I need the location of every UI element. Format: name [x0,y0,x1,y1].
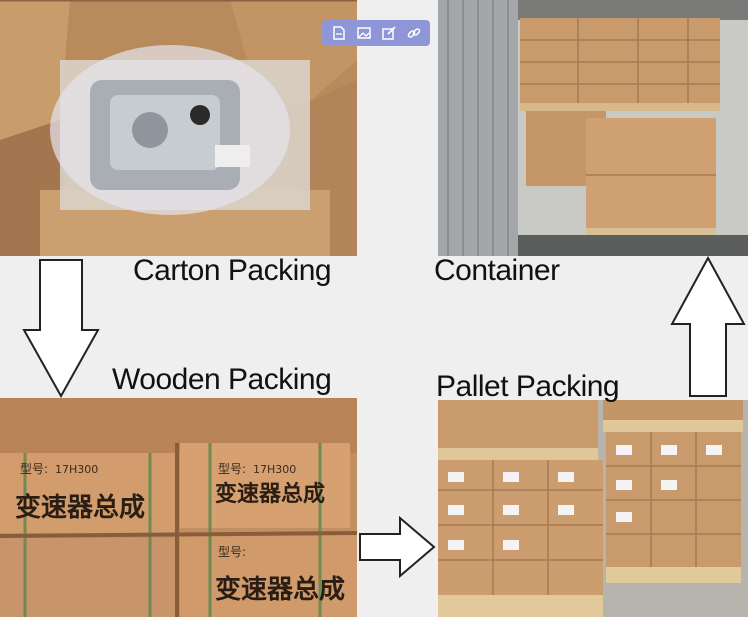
wooden-packing-photo: 型号: 17H300 变速器总成 型号: 17H300 变速器总成 型号: 变速… [0,398,357,617]
file-icon[interactable] [329,23,349,43]
up-arrow-icon [670,256,746,398]
carton-packing-photo [0,0,357,256]
crate-product-left: 变速器总成 [15,492,145,523]
down-arrow-icon [22,258,100,398]
pallet-packing-label: Pallet Packing [436,370,620,403]
container-label: Container [434,254,560,287]
edit-icon[interactable] [379,23,399,43]
crate-model-right: 型号: [218,462,246,476]
crate-model-right-lower: 型号: [218,545,246,559]
image-toolbar [322,20,430,46]
link-icon[interactable] [404,23,424,43]
container-photo [438,0,748,256]
image-icon[interactable] [354,23,374,43]
carton-packing-label: Carton Packing [133,254,332,287]
crate-model-value-right: 17H300 [253,463,296,476]
right-arrow-icon [358,516,436,578]
pallet-packing-photo [438,400,748,617]
crate-product-right-lower: 变速器总成 [215,574,345,605]
wooden-packing-label: Wooden Packing [112,363,332,396]
crate-model-left: 型号: [20,462,48,476]
crate-model-value-left: 17H300 [55,463,98,476]
crate-product-right: 变速器总成 [215,481,325,507]
